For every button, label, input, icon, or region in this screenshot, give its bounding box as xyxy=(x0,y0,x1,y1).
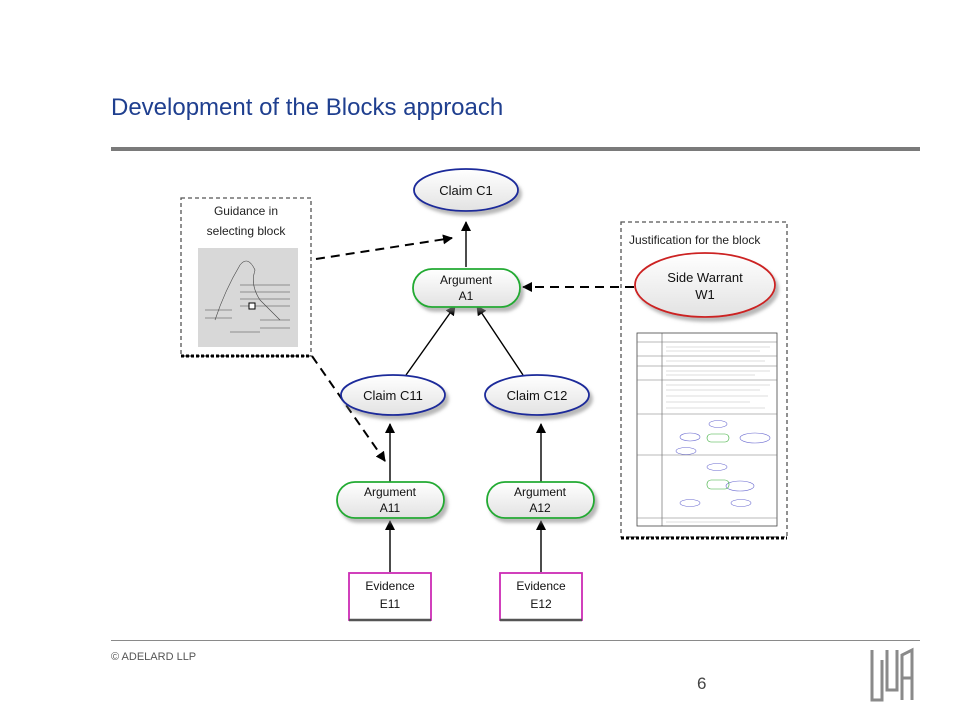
evidence-e11-node: Evidence E11 xyxy=(348,572,432,622)
slide-title: Development of the Blocks approach xyxy=(111,94,504,121)
copyright-text: © ADELARD LLP xyxy=(111,651,197,663)
side-warrant-w1-node: Side Warrant W1 xyxy=(634,252,776,318)
claim-c11-node: Claim C11 xyxy=(340,374,446,416)
claim-c1-node: Claim C1 xyxy=(413,168,519,212)
evidence-e11-label-1: Evidence xyxy=(365,579,415,593)
justification-title: Justification for the block xyxy=(629,233,761,247)
dashed-arrows xyxy=(311,234,634,462)
argument-a1-label-1: Argument xyxy=(440,273,493,287)
evidence-e12-label-2: E12 xyxy=(530,597,552,611)
claim-c11-label: Claim C11 xyxy=(363,388,423,403)
guidance-image-detail xyxy=(205,260,290,333)
guidance-box: Guidance in selecting block xyxy=(180,197,312,358)
title-divider xyxy=(111,147,920,151)
adelard-logo xyxy=(870,647,914,702)
justification-table-image xyxy=(636,332,778,527)
argument-a11-label-1: Argument xyxy=(364,485,417,499)
page-number: 6 xyxy=(697,674,707,693)
argument-a12-label-2: A12 xyxy=(529,501,551,515)
claim-c12-label: Claim C12 xyxy=(507,388,568,403)
side-warrant-label-1: Side Warrant xyxy=(667,270,743,285)
side-warrant-label-2: W1 xyxy=(695,287,715,302)
evidence-e12-label-1: Evidence xyxy=(516,579,566,593)
argument-a1-label-2: A1 xyxy=(459,289,474,303)
claim-c1-label: Claim C1 xyxy=(439,183,492,198)
footer-divider xyxy=(111,640,920,641)
argument-a12-label-1: Argument xyxy=(514,485,567,499)
argument-a11-label-2: A11 xyxy=(380,501,401,515)
claim-c12-node: Claim C12 xyxy=(484,374,590,416)
evidence-e12-node: Evidence E12 xyxy=(499,572,583,622)
argument-a11-node: Argument A11 xyxy=(336,481,445,519)
guidance-title-line-1: Guidance in xyxy=(214,204,278,218)
support-arrows xyxy=(385,221,546,572)
evidence-e11-label-2: E11 xyxy=(380,597,401,611)
argument-a1-node: Argument A1 xyxy=(412,268,521,308)
guidance-image xyxy=(198,248,298,347)
guidance-title-line-2: selecting block xyxy=(207,224,287,238)
argument-a12-node: Argument A12 xyxy=(486,481,595,519)
